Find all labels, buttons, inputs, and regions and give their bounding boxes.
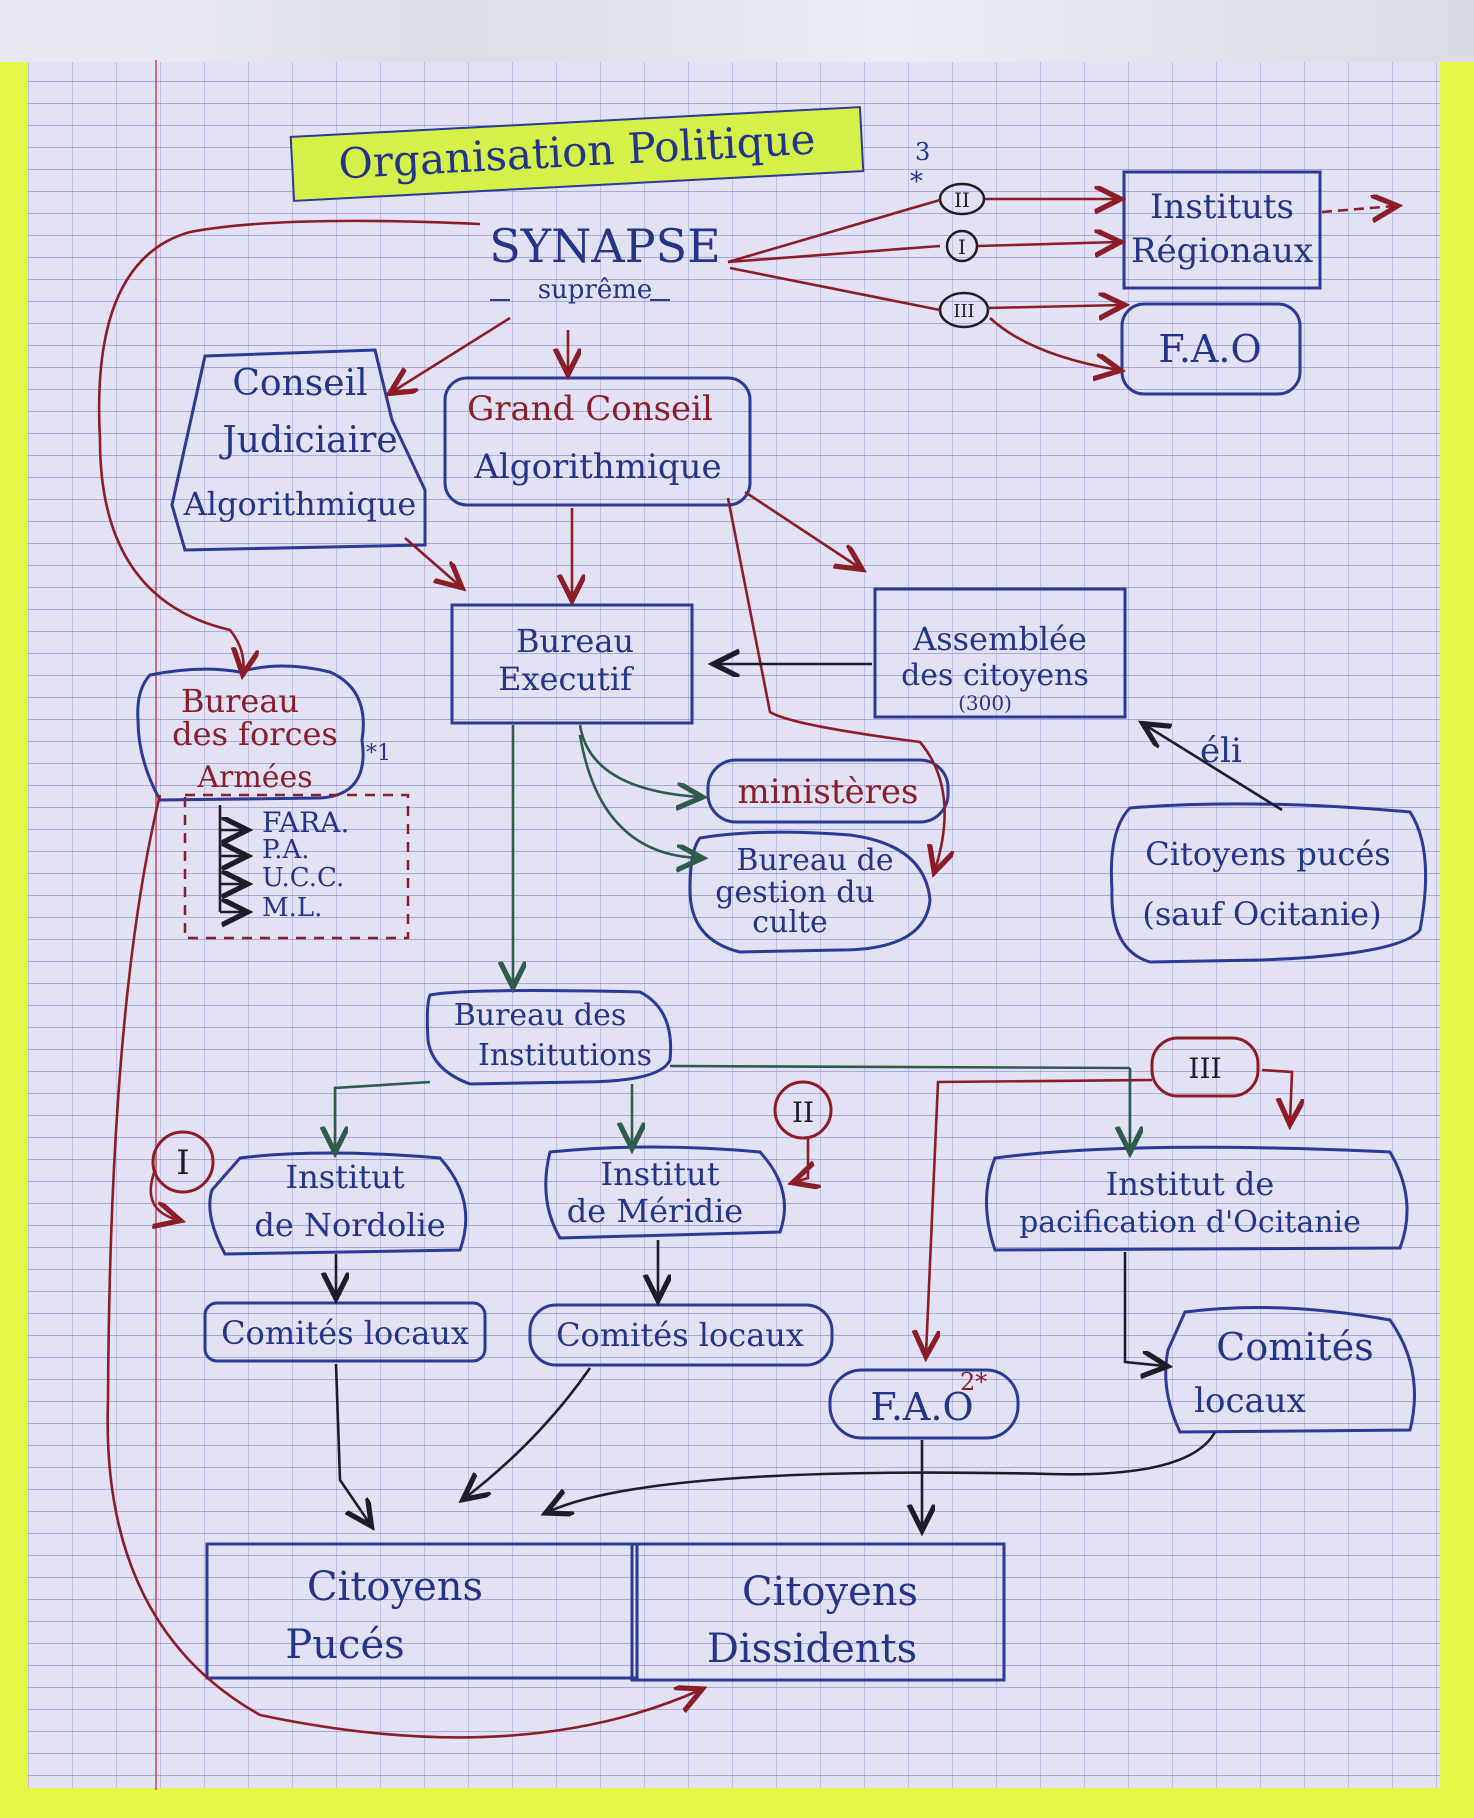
note-3-star: * (910, 167, 923, 197)
svg-text:Conseil: Conseil (232, 363, 367, 404)
svg-text:I: I (176, 1143, 189, 1183)
node-grand-conseil: Grand Conseil Algorithmique (443, 376, 752, 507)
svg-text:Bureau des: Bureau des (454, 998, 627, 1033)
synapse-sub-label: suprême (538, 275, 653, 305)
roman-iii-top: III (938, 291, 990, 329)
roman-i-bottom: I (151, 1130, 215, 1194)
svg-text:Comités locaux: Comités locaux (556, 1316, 804, 1354)
node-ministeres: ministères (706, 758, 950, 824)
svg-text:III: III (1188, 1052, 1221, 1085)
svg-text:Institutions: Institutions (478, 1038, 652, 1073)
svg-text:Institut: Institut (285, 1158, 404, 1196)
eli-label: éli (1200, 731, 1242, 771)
svg-text:Régionaux: Régionaux (1131, 231, 1313, 271)
svg-text:Algorithmique: Algorithmique (183, 485, 417, 523)
note-2: 2* (960, 1368, 987, 1396)
svg-text:M.L.: M.L. (262, 893, 322, 923)
svg-text:de Méridie: de Méridie (567, 1192, 743, 1230)
svg-text:(300): (300) (958, 691, 1012, 715)
node-institut-meridie: Institut de Méridie (544, 1145, 786, 1240)
node-citoyens-puces-right: Citoyens pucés (sauf Ocitanie) (1109, 802, 1428, 964)
svg-text:des citoyens: des citoyens (901, 658, 1089, 693)
svg-text:Citoyens pucés: Citoyens pucés (1145, 835, 1390, 873)
svg-text:ministères: ministères (738, 772, 919, 812)
svg-text:FARA.: FARA. (262, 806, 349, 839)
svg-text:Dissidents: Dissidents (707, 1626, 917, 1672)
node-citoyens-puces: Citoyens Pucés (205, 1542, 639, 1680)
synapse-label: SYNAPSE (489, 219, 720, 273)
svg-text:Comités locaux: Comités locaux (221, 1314, 469, 1352)
svg-text:Citoyens: Citoyens (742, 1569, 918, 1615)
svg-text:II: II (954, 188, 970, 212)
node-fao-bottom: F.A.O (828, 1368, 1020, 1440)
margin-line (155, 60, 157, 1790)
svg-text:des forces: des forces (172, 715, 338, 753)
node-bureau-executif: Bureau Executif (450, 603, 694, 725)
roman-ii-top: II (938, 182, 986, 216)
svg-text:(sauf Ocitanie): (sauf Ocitanie) (1142, 895, 1381, 933)
node-assemblee: Assemblée des citoyens (300) (873, 587, 1127, 719)
svg-text:Bureau: Bureau (516, 622, 634, 660)
svg-text:Executif: Executif (498, 660, 634, 698)
svg-text:Bureau: Bureau (181, 682, 299, 720)
svg-text:Institut: Institut (600, 1155, 719, 1193)
node-citoyens-dissidents: Citoyens Dissidents (630, 1542, 1006, 1682)
svg-text:Institut de: Institut de (1106, 1165, 1275, 1203)
svg-text:Grand Conseil: Grand Conseil (467, 389, 713, 429)
node-institut-ocitanie: Institut de pacification d'Ocitanie (985, 1145, 1409, 1252)
svg-text:I: I (958, 235, 966, 259)
svg-text:Judiciaire: Judiciaire (218, 420, 397, 461)
svg-text:U.C.C.: U.C.C. (262, 863, 344, 893)
roman-i-top: I (945, 229, 979, 263)
node-conseil-judiciaire: Conseil Judiciaire Algorithmique (170, 348, 427, 552)
svg-text:Comités: Comités (1216, 1325, 1373, 1369)
svg-text:Algorithmique: Algorithmique (473, 447, 721, 487)
node-synapse: SYNAPSE suprême (489, 219, 720, 305)
svg-text:F.A.O: F.A.O (1158, 327, 1261, 371)
svg-text:Instituts: Instituts (1150, 187, 1294, 227)
title-box: Organisation Politique (289, 106, 865, 202)
node-instituts-regionaux: Instituts Régionaux (1122, 170, 1322, 290)
svg-text:Assemblée: Assemblée (912, 620, 1087, 658)
svg-text:pacification d'Ocitanie: pacification d'Ocitanie (1019, 1205, 1361, 1240)
svg-text:P.A.: P.A. (262, 835, 310, 865)
svg-text:Citoyens: Citoyens (307, 1564, 483, 1610)
node-bureau-culte: Bureau de gestion du culte (688, 830, 932, 954)
svg-text:culte: culte (752, 905, 828, 940)
svg-text:II: II (792, 1096, 814, 1129)
node-institut-nordolie: Institut de Nordolie (208, 1151, 468, 1256)
svg-text:III: III (953, 301, 974, 322)
svg-text:F.A.O: F.A.O (870, 1385, 973, 1429)
node-bureau-forces: Bureau des forces Armées (136, 664, 365, 802)
svg-text:Armées: Armées (196, 760, 312, 795)
svg-text:Pucés: Pucés (285, 1622, 404, 1668)
svg-text:locaux: locaux (1194, 1381, 1306, 1421)
svg-text:Bureau de: Bureau de (736, 843, 893, 878)
node-comites-3: Comités locaux (1164, 1306, 1416, 1434)
svg-text:de Nordolie: de Nordolie (254, 1206, 445, 1244)
roman-iii-bottom: III (1150, 1036, 1260, 1098)
node-fao-top: F.A.O (1120, 302, 1302, 396)
note-3: 3 (915, 138, 930, 166)
node-comites-1: Comités locaux (203, 1301, 487, 1363)
forces-list: FARA. P.A. U.C.C. M.L. (183, 793, 410, 940)
roman-ii-bottom: II (773, 1080, 833, 1140)
note-1: *1 (366, 741, 391, 766)
node-bureau-institutions: Bureau des Institutions (425, 989, 673, 1086)
node-comites-2: Comités locaux (528, 1303, 834, 1367)
page-top-edge (0, 0, 1474, 62)
svg-text:gestion du: gestion du (715, 875, 874, 910)
